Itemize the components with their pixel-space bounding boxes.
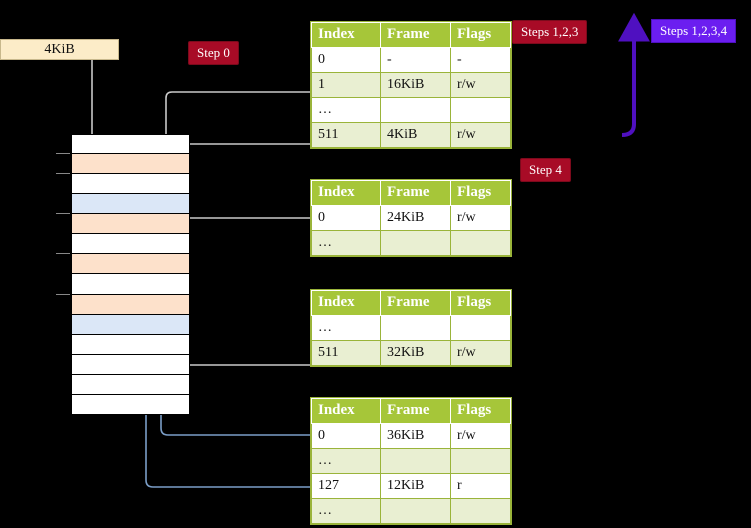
memory-frame-row [71, 134, 190, 155]
cell-frame: 4KiB [380, 122, 451, 148]
memory-frame-row [71, 394, 190, 415]
cell-index: … [311, 448, 381, 474]
column-header-frame: Frame [380, 290, 451, 316]
cell-frame: 24KiB [380, 205, 451, 231]
cell-frame: 36KiB [380, 423, 451, 449]
column-header-flags: Flags [450, 290, 511, 316]
memory-size-label: 4KiB [44, 41, 75, 57]
cell-flags [450, 448, 511, 474]
memory-row-tick [56, 173, 70, 175]
cell-flags [450, 315, 511, 341]
cell-index: 1 [311, 72, 381, 98]
memory-frame-row [71, 374, 190, 395]
cell-flags: - [450, 47, 511, 73]
cell-flags [450, 498, 511, 524]
physical-memory-column [56, 134, 190, 415]
cell-flags: r [450, 473, 511, 499]
table-row: … [311, 230, 511, 256]
memory-row-tick [56, 253, 70, 255]
cell-index: 511 [311, 122, 381, 148]
column-header-index: Index [311, 22, 381, 48]
cell-flags [450, 97, 511, 123]
table-row: … [311, 315, 511, 341]
connector-steps-1234-bracket [618, 12, 650, 137]
cell-flags: r/w [450, 423, 511, 449]
cell-frame [380, 448, 451, 474]
memory-frame-row [56, 213, 190, 235]
memory-frame-row [56, 173, 190, 195]
column-header-index: Index [311, 290, 381, 316]
table-row: … [311, 448, 511, 474]
column-header-flags: Flags [450, 180, 511, 206]
memory-size-box: 4KiB [0, 39, 119, 60]
memory-frame-row [71, 334, 190, 355]
cell-frame [380, 315, 451, 341]
badge-step-0: Step 0 [188, 41, 239, 65]
table-row: 0-- [311, 47, 511, 73]
cell-frame [380, 498, 451, 524]
cell-index: … [311, 230, 381, 256]
badge-steps-1-2-3-4: Steps 1,2,3,4 [651, 19, 737, 43]
memory-frame-row [71, 314, 190, 335]
memory-frame-row [71, 274, 190, 295]
memory-frame-row [56, 153, 190, 175]
connector-table2-to-memory [171, 312, 311, 366]
memory-frame-row [71, 194, 190, 215]
cell-flags: r/w [450, 205, 511, 231]
column-header-frame: Frame [380, 398, 451, 424]
cell-index: … [311, 315, 381, 341]
cell-flags: r/w [450, 72, 511, 98]
cell-flags [450, 230, 511, 256]
memory-frame-row [56, 293, 190, 315]
cell-index: … [311, 97, 381, 123]
cell-frame: - [380, 47, 451, 73]
cell-index: 0 [311, 423, 381, 449]
cell-index: 511 [311, 340, 381, 366]
badge-step-4: Step 4 [520, 158, 571, 182]
column-header-frame: Frame [380, 180, 451, 206]
cell-flags: r/w [450, 122, 511, 148]
column-header-frame: Frame [380, 22, 451, 48]
column-header-index: Index [311, 398, 381, 424]
memory-frame-row [71, 354, 190, 375]
column-header-index: Index [311, 180, 381, 206]
cell-index: 0 [311, 47, 381, 73]
cell-frame: 12KiB [380, 473, 451, 499]
memory-row-tick [56, 293, 70, 295]
table-row: … [311, 498, 511, 524]
table-row: … [311, 97, 511, 123]
cell-index: … [311, 498, 381, 524]
cell-frame: 32KiB [380, 340, 451, 366]
memory-row-tick [56, 213, 70, 215]
column-header-flags: Flags [450, 398, 511, 424]
cell-frame: 16KiB [380, 72, 451, 98]
column-header-flags: Flags [450, 22, 511, 48]
memory-frame-row [56, 253, 190, 275]
memory-row-tick [56, 153, 70, 155]
cell-index: 127 [311, 473, 381, 499]
cell-frame [380, 97, 451, 123]
memory-frame-row [71, 234, 190, 255]
cell-frame [380, 230, 451, 256]
cell-flags: r/w [450, 340, 511, 366]
cell-index: 0 [311, 205, 381, 231]
badge-steps-1-2-3: Steps 1,2,3 [512, 20, 588, 44]
